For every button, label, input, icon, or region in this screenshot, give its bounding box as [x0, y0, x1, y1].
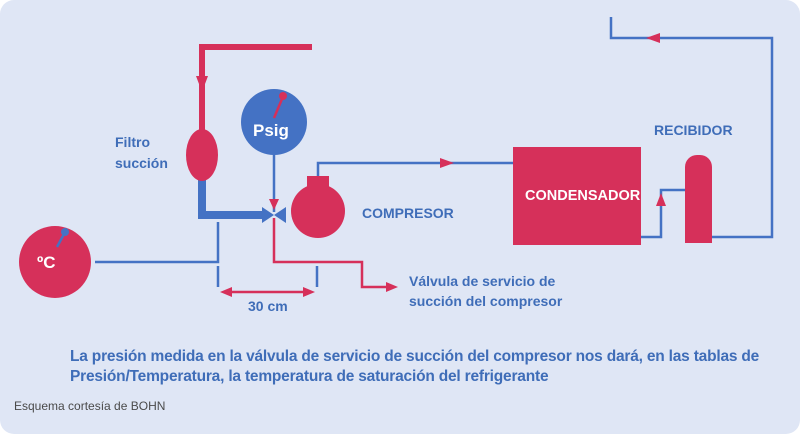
filter-label: Filtro succión	[115, 132, 168, 174]
suction-inlet-line	[199, 44, 312, 140]
liquid-line-arrow	[646, 33, 660, 43]
thermometer	[19, 226, 91, 298]
caption: La presión medida en la válvula de servi…	[70, 348, 760, 385]
service-port-line	[272, 218, 388, 289]
suction-filter	[186, 129, 218, 181]
suction-flow-arrow	[196, 76, 208, 92]
suction-line	[198, 178, 262, 219]
dimension-arrow-left	[220, 287, 232, 297]
discharge-line	[316, 161, 513, 176]
gauge-needle-tip	[279, 92, 287, 100]
service-valve-left	[262, 207, 274, 223]
filter-label-line1: Filtro	[115, 134, 150, 150]
gauge-stem-arrow	[269, 199, 279, 210]
receiver-label: RECIBIDOR	[654, 122, 733, 138]
valve-label: Válvula de servicio de succión del compr…	[409, 271, 562, 311]
filter-label-line2: succión	[115, 155, 168, 171]
valve-label-line1: Válvula de servicio de	[409, 273, 556, 289]
receiver-inlet-arrow	[656, 193, 666, 206]
thermometer-needle-tip	[61, 228, 69, 236]
gauge-label: Psig	[253, 121, 289, 140]
valve-label-line2: succión del compresor	[409, 293, 563, 309]
thermometer-line	[95, 222, 220, 264]
service-valve-right	[274, 207, 286, 223]
condenser-to-receiver-line	[641, 188, 685, 239]
discharge-arrow	[440, 158, 454, 168]
distance-label: 30 cm	[248, 298, 288, 314]
compressor-body	[291, 184, 345, 238]
thermometer-needle	[55, 233, 66, 248]
service-port-arrow	[386, 282, 398, 292]
liquid-line	[609, 17, 774, 239]
dimension-arrow-right	[303, 287, 315, 297]
compressor-top	[307, 176, 329, 190]
pressure-gauge	[241, 89, 307, 155]
credit: Esquema cortesía de BOHN	[14, 399, 166, 413]
condenser-label: CONDENSADOR	[525, 188, 641, 204]
compressor-label: COMPRESOR	[362, 205, 454, 221]
thermometer-label: ºC	[37, 253, 56, 272]
condenser	[513, 147, 641, 245]
receiver-base	[685, 180, 712, 243]
gauge-needle	[272, 98, 284, 119]
